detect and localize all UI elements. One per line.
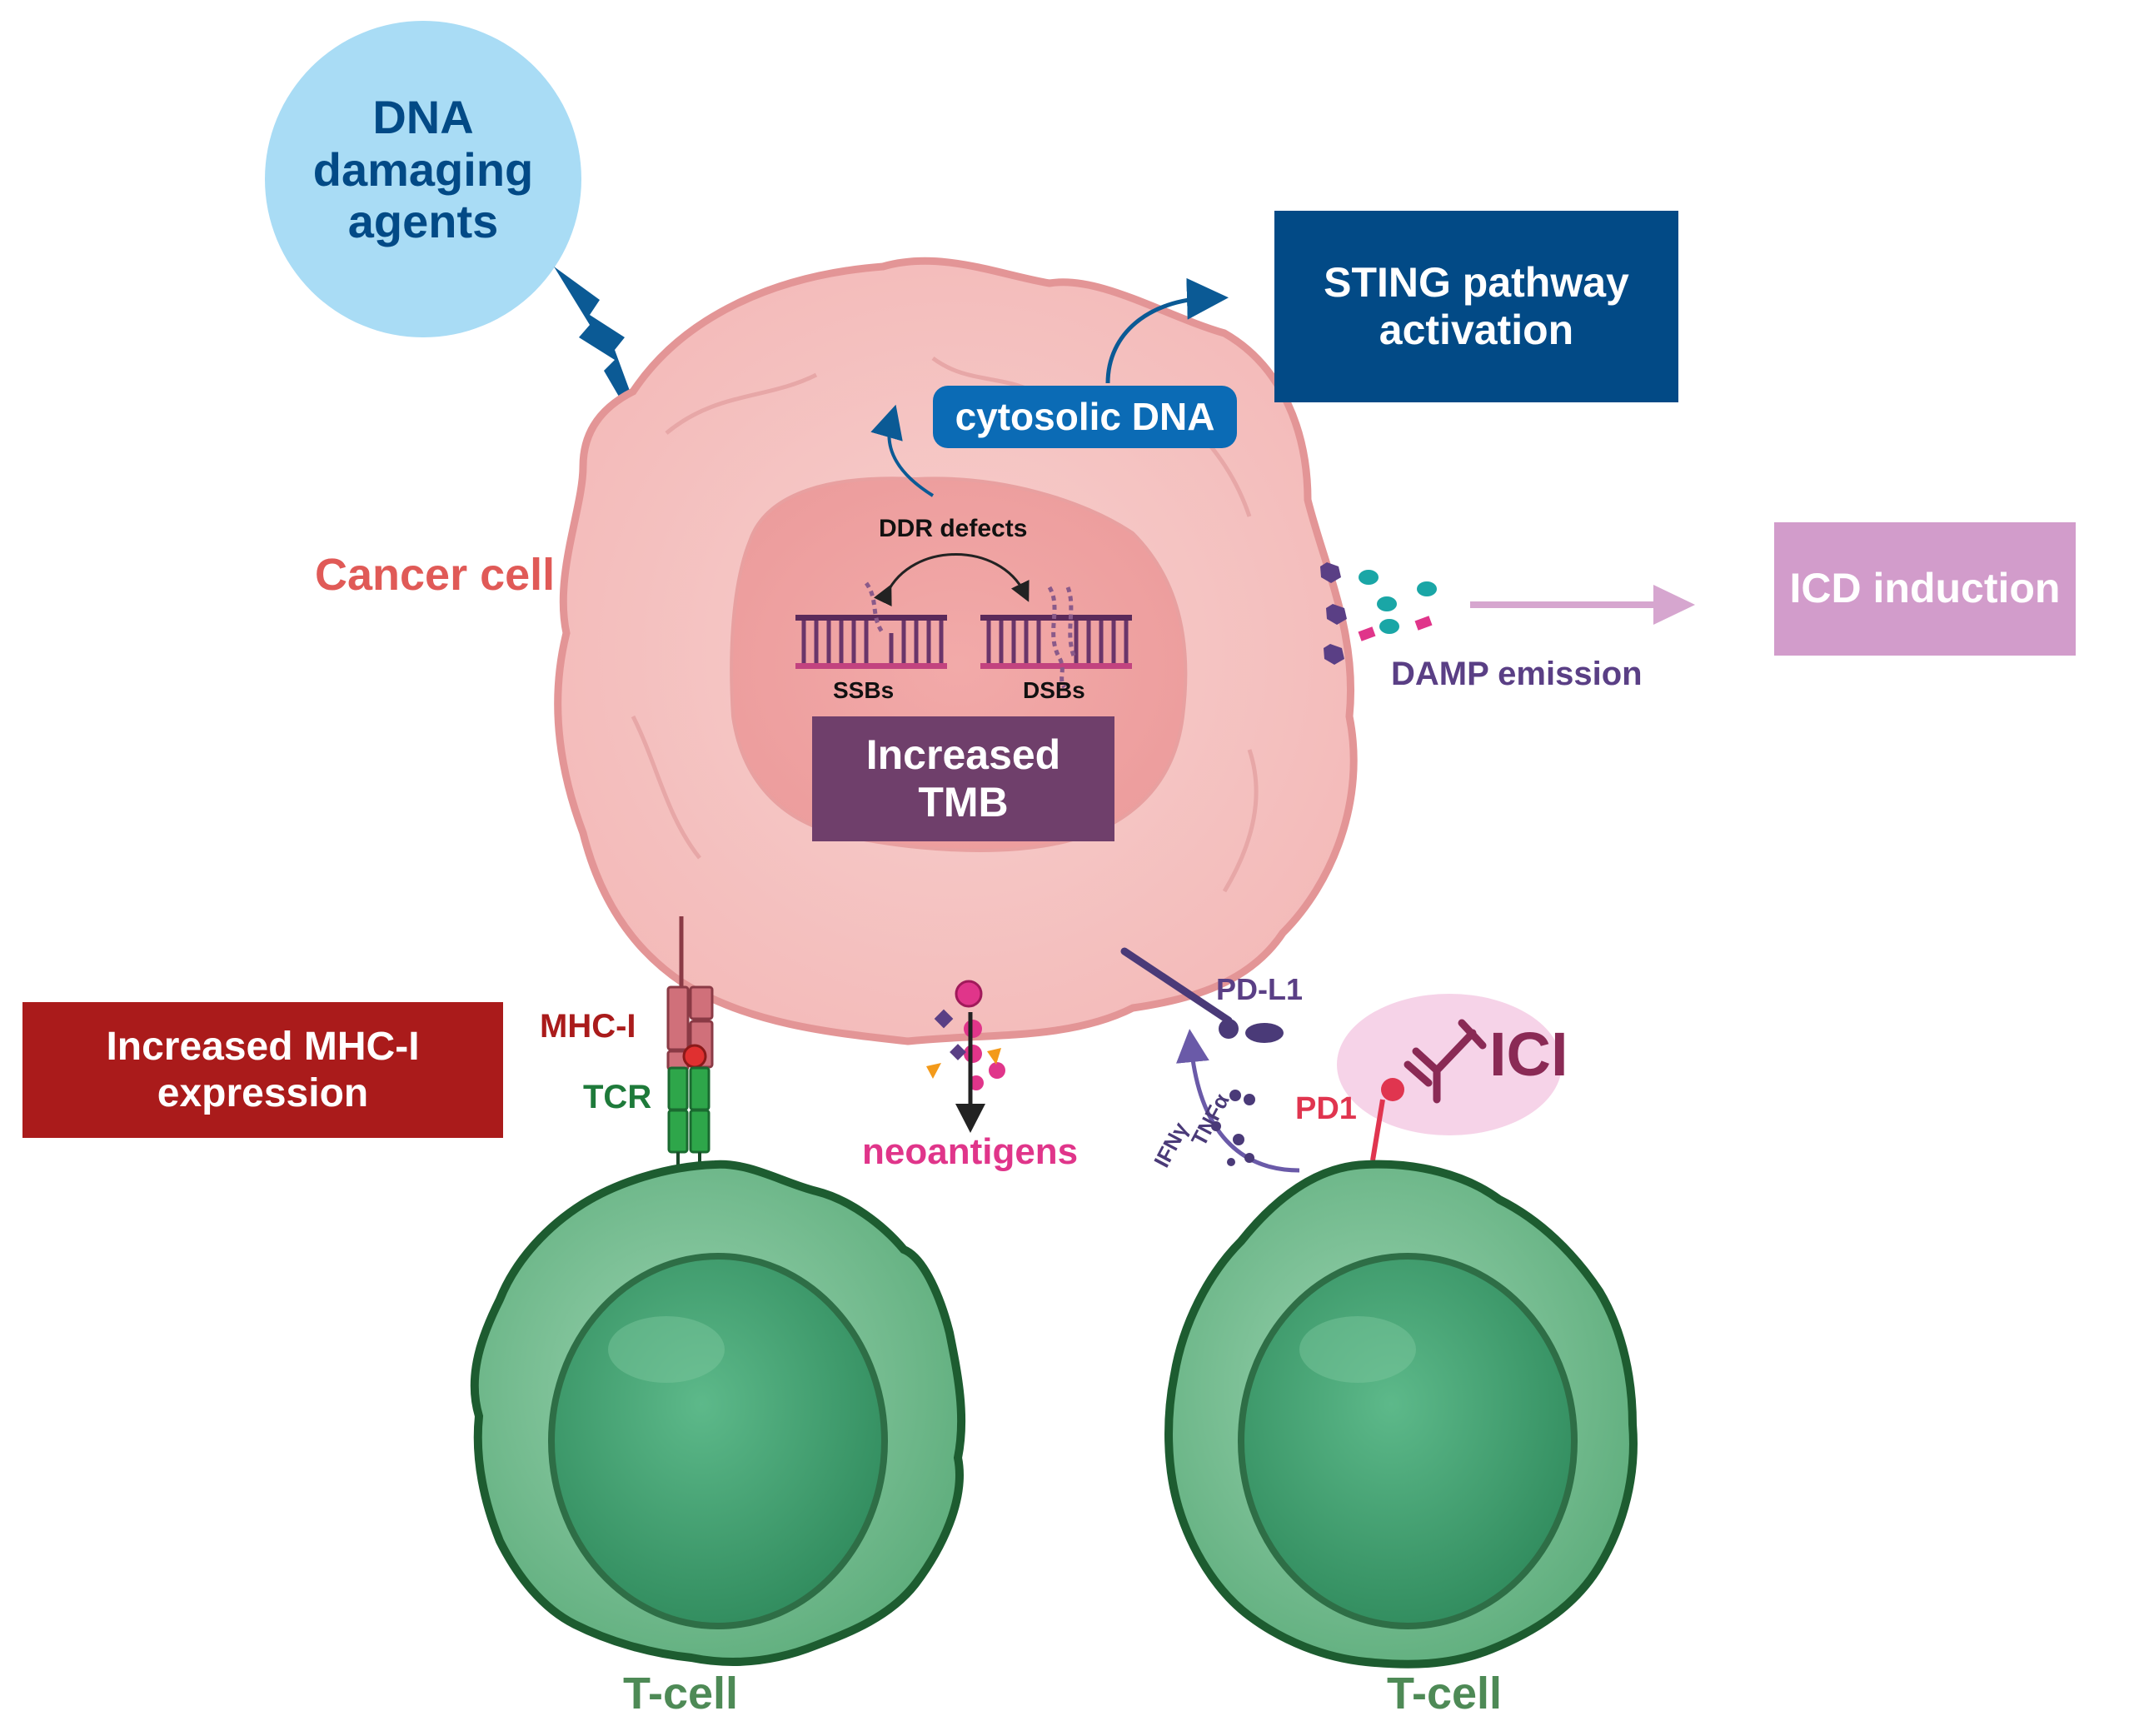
- mhc-line1: Increased MHC-I: [106, 1025, 420, 1070]
- sting-line2: activation: [1379, 307, 1574, 353]
- tcell-right: [1164, 1160, 1638, 1669]
- cytosolic-dna-box: cytosolic DNA: [933, 386, 1237, 448]
- cancer-cell-fold: [1222, 749, 1259, 893]
- arrow-to-cytosolic-dna: [870, 404, 935, 497]
- dsb-label: DSBs: [1023, 677, 1085, 703]
- sting-line1: STING pathway: [1324, 258, 1629, 306]
- agents-bubble: [265, 21, 581, 337]
- agents-line2: damaging: [312, 142, 534, 196]
- antibody-icon: [1404, 1019, 1487, 1104]
- sting-box: STING pathway activation: [1274, 211, 1678, 402]
- cancer-cell-fold: [631, 715, 701, 860]
- pdl1-label: PD-L1: [1216, 972, 1304, 1006]
- tmb-box: Increased TMB: [812, 716, 1114, 841]
- tcell-left-label: T-cell: [623, 1669, 739, 1719]
- pd1-receptor-icon: [1370, 1078, 1404, 1161]
- agents-line3: agents: [347, 195, 499, 248]
- tmb-line2: TMB: [918, 779, 1009, 826]
- agents-label: DNA damaging agents: [265, 91, 581, 248]
- cancer-cell-fold: [665, 372, 818, 435]
- pd1-label: PD1: [1295, 1091, 1357, 1126]
- ici-label: ICI: [1489, 1020, 1568, 1089]
- icd-text: ICD induction: [1789, 565, 2061, 612]
- cytosolic-dna-text: cytosolic DNA: [955, 395, 1215, 439]
- damp-arrow-shaft: [1470, 601, 1658, 608]
- tcell-right-label: T-cell: [1387, 1669, 1503, 1719]
- ddr-arrow: [873, 553, 1030, 607]
- agents-line1: DNA: [372, 91, 474, 143]
- neoantigens-label: neoantigens: [862, 1131, 1079, 1172]
- arrow-to-sting: [1105, 277, 1229, 384]
- mhc-label: MHC-I: [540, 1008, 636, 1045]
- damp-molecules-icon: [1320, 562, 1437, 665]
- damp-label: DAMP emission: [1391, 656, 1643, 692]
- pdl1-protein-icon: [1120, 947, 1284, 1043]
- ssb-label: SSBs: [833, 677, 895, 703]
- mhc-box: Increased MHC-I expression: [22, 1002, 503, 1138]
- tcell-left: [470, 1160, 966, 1666]
- tcr-label: TCR: [583, 1079, 652, 1115]
- neoantigen-release-icon: [926, 980, 1005, 1133]
- dsb-dna-icon: [980, 586, 1132, 689]
- damp-arrow-head: [1653, 585, 1695, 625]
- mhc-line2: expression: [157, 1070, 369, 1115]
- cancer-cell-label: Cancer cell: [315, 550, 556, 600]
- ddr-label: DDR defects: [879, 515, 1028, 542]
- icd-box: ICD induction: [1774, 522, 2076, 656]
- tmb-line1: Increased: [865, 731, 1061, 778]
- ssb-dna-icon: [795, 581, 947, 669]
- cytokine-release-icon: [1175, 1029, 1300, 1173]
